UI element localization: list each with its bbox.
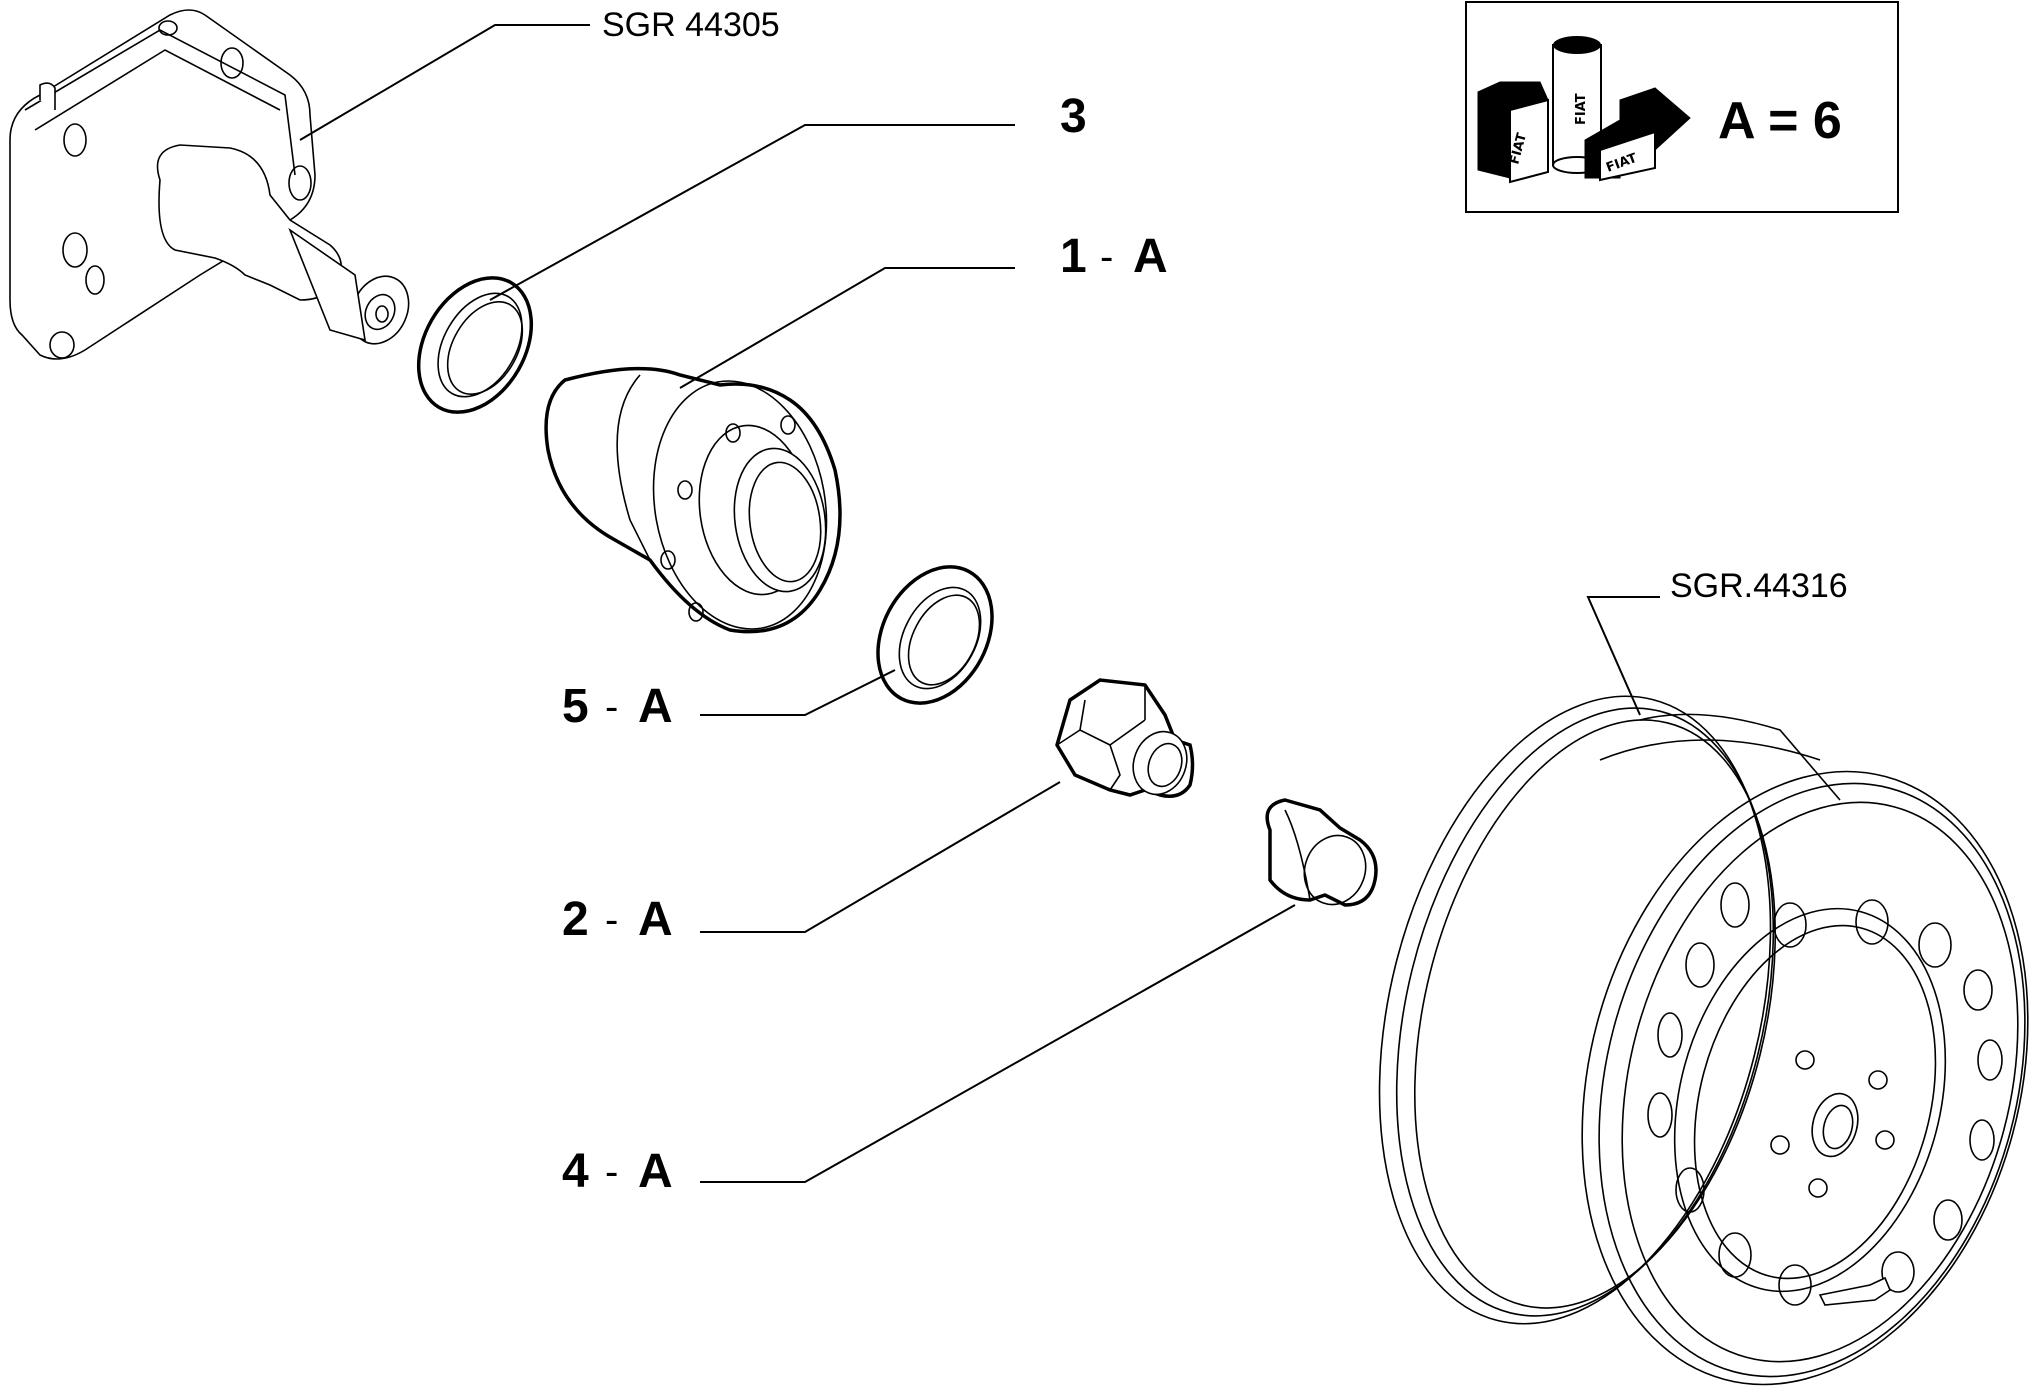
callout-item-5: 5 - A [562,680,673,733]
callout-item-2-dash: - [605,898,618,942]
callout-sgr-44305: SGR 44305 [602,6,780,44]
hub-nut-icon [1055,678,1195,798]
callout-item-3-number: 3 [1060,90,1087,143]
dust-cap-icon [1265,798,1378,907]
callout-item-5-letter: A [638,680,673,733]
callout-item-2-letter: A [638,893,673,946]
lubricant-equation: A = 6 [1718,92,1842,150]
callout-item-2-number: 2 [562,893,589,946]
bearing-ring-icon [416,276,534,414]
callout-item-1: 1 - A [1060,230,1168,283]
callout-item-1-number: 1 [1060,230,1087,283]
wheel-hub-icon [544,366,842,634]
fiat-lubricant-icon: FIAT FIAT FIAT [1477,36,1691,184]
callout-item-4: 4 - A [562,1145,673,1198]
logo-brand-text-2: FIAT [1574,93,1589,125]
lubricant-box: FIAT FIAT FIAT A = 6 [1465,1,1899,213]
callout-item-4-letter: A [638,1145,673,1198]
callout-item-5-number: 5 [562,680,589,733]
callout-item-2: 2 - A [562,893,673,946]
stub-axle-icon [9,9,410,360]
callout-item-4-dash: - [605,1150,618,1194]
callout-sgr-44316: SGR.44316 [1670,567,1848,605]
callout-item-3: 3 [1060,90,1087,143]
steel-wheel-icon [1378,695,2029,1386]
leader-lines [299,24,1660,1183]
callout-item-1-letter: A [1133,230,1168,283]
callout-item-4-number: 4 [562,1145,589,1198]
callout-item-1-dash: - [1100,235,1113,279]
bearing-ring-small-icon [876,565,994,705]
callout-item-5-dash: - [605,685,618,729]
